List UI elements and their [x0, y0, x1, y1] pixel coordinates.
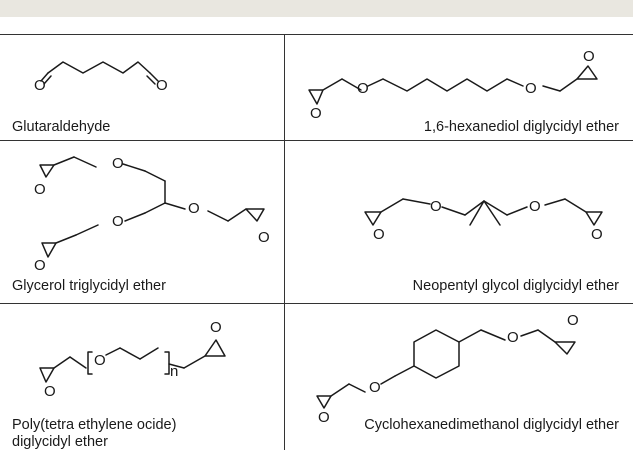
oxygen-atom: O [591, 226, 603, 243]
glutaraldehyde-structure: O O [34, 61, 168, 94]
row-divider-2 [0, 303, 633, 304]
compound-name: Neopentyl glycol diglycidyl ether [412, 278, 619, 294]
compound-name: Cyclohexanedimethanol diglycidyl ether [364, 417, 619, 433]
table-top-rule [0, 34, 633, 35]
oxygen-atom: O [567, 312, 579, 329]
cyclohexanedimethanol-structure: O O O O [316, 312, 579, 426]
oxygen-atom: O [507, 329, 519, 346]
compound-cell-cyclohexanedimethanol: O O O O Cyclohexanedimethanol diglycidyl… [285, 304, 633, 450]
compound-cell-hexanediol: O O O O 1,6-hexanediol diglycidyl ether [285, 34, 633, 140]
oxygen-atom: O [583, 48, 595, 65]
compound-name-line-1: Poly(tetra ethylene ocide) [12, 417, 177, 433]
oxygen-atom: O [258, 229, 270, 246]
compound-cell-neopentyl: O O O O Neopentyl glycol diglycidyl ethe… [285, 141, 633, 303]
oxygen-atom: O [34, 181, 46, 198]
compound-name: Glutaraldehyde [12, 119, 111, 135]
row-divider-1 [0, 140, 633, 141]
oxygen-atom: O [373, 226, 385, 243]
oxygen-atom: O [430, 198, 442, 215]
poly-tetra-ethylene-structure: O n O O [39, 319, 226, 400]
compound-name: 1,6-hexanediol diglycidyl ether [423, 119, 619, 135]
compound-cell-poly-tetra-ethylene: O n O O Poly(tetra ethylene ocide) digly… [0, 304, 284, 450]
oxygen-atom: O [529, 198, 541, 215]
oxygen-atom: O [156, 77, 168, 94]
oxygen-atom: O [44, 383, 56, 400]
compound-name: Glycerol triglycidyl ether [12, 278, 166, 294]
neopentyl-diglycidyl-structure: O O O O [364, 198, 603, 243]
oxygen-atom: O [318, 409, 330, 426]
compound-cell-glycerol: O O O O O O Glycerol triglycidyl ether [0, 141, 284, 303]
oxygen-atom: O [357, 80, 369, 97]
repeat-unit-n: n [170, 363, 178, 380]
glycerol-triglycidyl-structure: O O O O O O [34, 155, 270, 274]
oxygen-atom: O [34, 257, 46, 274]
oxygen-atom: O [112, 213, 124, 230]
compound-cell-glutaraldehyde: O O Glutaraldehyde [0, 34, 284, 140]
column-divider [284, 34, 285, 450]
hexanediol-diglycidyl-structure: O O O O [308, 48, 598, 122]
oxygen-atom: O [369, 379, 381, 396]
oxygen-atom: O [310, 105, 322, 122]
compound-name-line-2: diglycidyl ether [12, 434, 108, 450]
oxygen-atom: O [525, 80, 537, 97]
oxygen-atom: O [34, 77, 46, 94]
oxygen-atom: O [94, 352, 106, 369]
oxygen-atom: O [188, 200, 200, 217]
top-banner [0, 0, 633, 17]
oxygen-atom: O [112, 155, 124, 172]
compound-name: Poly(tetra ethylene ocide) diglycidyl et… [12, 417, 176, 451]
oxygen-atom: O [210, 319, 222, 336]
